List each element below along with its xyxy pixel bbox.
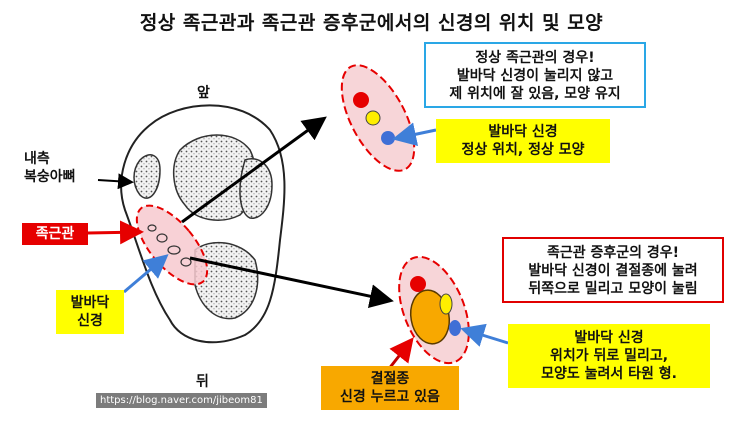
arrow-normal-nerve — [392, 122, 437, 147]
back-label: 뒤 — [196, 374, 209, 390]
arrow-to-syndrome — [189, 256, 394, 309]
syndrome-nerve-note: 발바닥 신경 위치가 뒤로 밀리고, 모양도 눌려서 타원 형. — [508, 324, 710, 388]
nerve-tag: 발바닥 신경 — [56, 290, 124, 334]
arrow-bone-label — [97, 173, 134, 190]
arrow-nerve-label — [123, 254, 169, 294]
syndrome-note: 족근관 증후군의 경우! 발바닥 신경이 결절종에 눌려 뒤쪽으로 밀리고 모양… — [502, 237, 724, 303]
medial-malleolus — [133, 154, 161, 199]
arrow-to-normal — [181, 116, 327, 224]
normal-nerve-note: 발바닥 신경 정상 위치, 정상 모양 — [436, 119, 610, 163]
artery-red-dot — [353, 92, 369, 108]
source-watermark: https://blog.naver.com/jibeom81 — [96, 393, 267, 408]
vein-yellow-dot — [365, 110, 381, 126]
tarsal-tunnel-tag: 족근관 — [22, 223, 88, 245]
ganglion-note: 결절종 신경 누르고 있음 — [321, 366, 459, 410]
arrow-syndrome-nerve — [460, 323, 509, 347]
tibia-bone — [173, 134, 256, 221]
page-title: 정상 족근관과 족근관 증후군에서의 신경의 위치 및 모양 — [139, 12, 604, 34]
arrow-tunnel-label — [87, 220, 144, 245]
front-label: 앞 — [197, 85, 210, 101]
normal-tunnel-note: 정상 족근관의 경우! 발바닥 신경이 눌리지 않고 제 위치에 잘 있음, 모… — [424, 42, 646, 108]
nerve-blue-dot — [381, 131, 395, 145]
arrow-ganglion-label — [386, 337, 414, 371]
bone-label: 내측 복숭아뼈 — [24, 151, 76, 185]
